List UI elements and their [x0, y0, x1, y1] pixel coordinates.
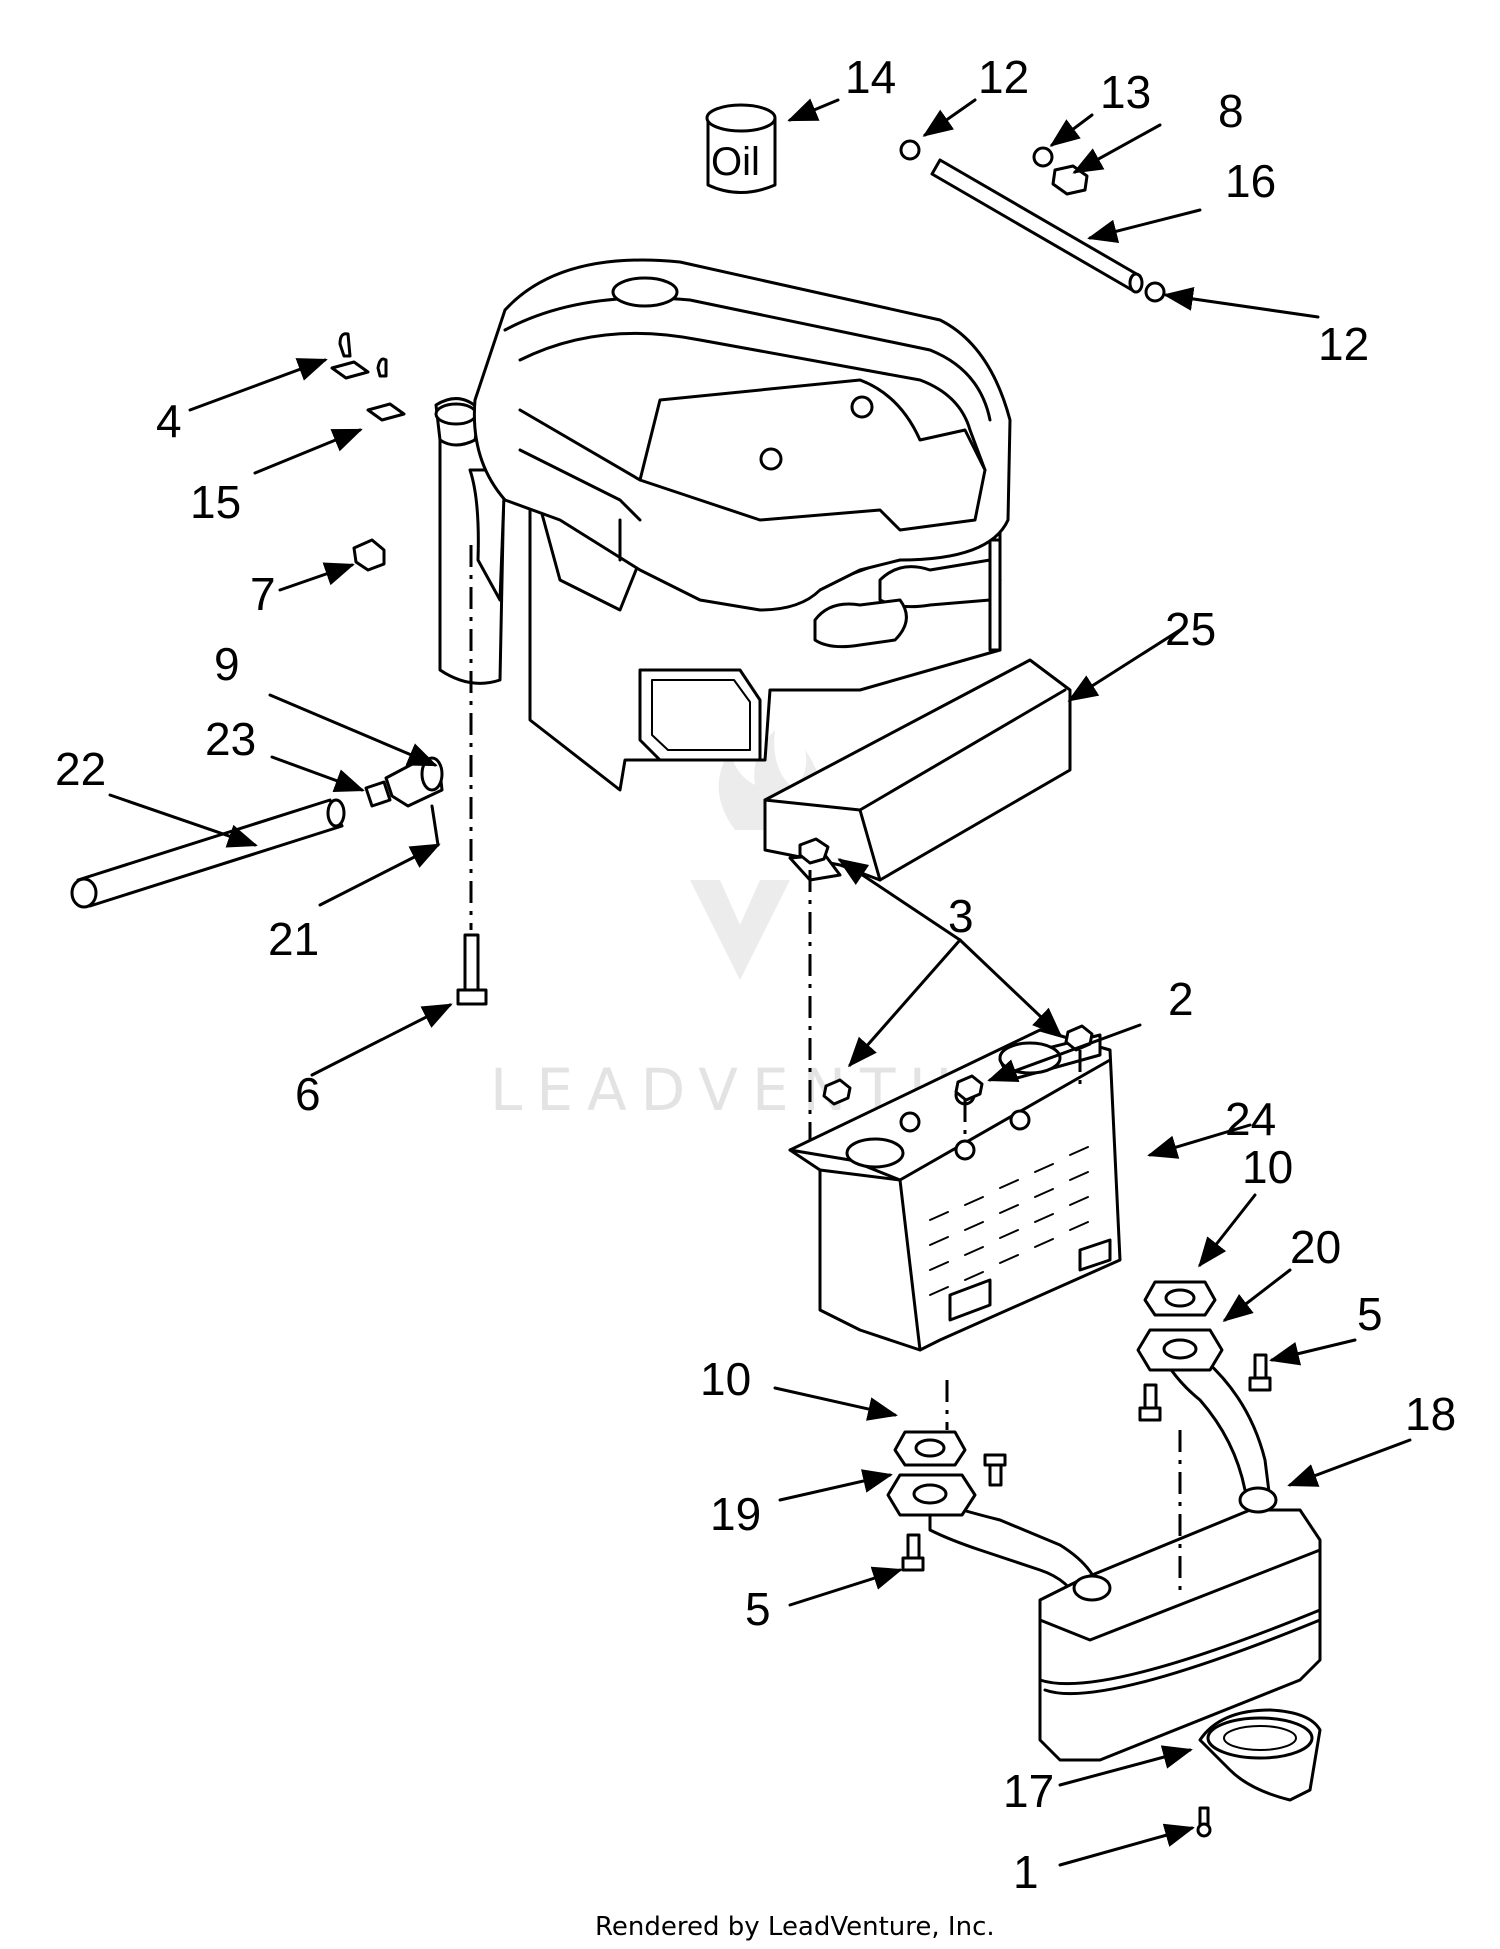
callout-1: 1 — [1013, 1846, 1039, 1898]
callout-5-left: 5 — [745, 1583, 771, 1635]
callout-24: 24 — [1225, 1093, 1276, 1145]
callout-18: 18 — [1405, 1388, 1456, 1440]
callout-3: 3 — [948, 890, 974, 942]
callout-22: 22 — [55, 743, 106, 795]
callout-2: 2 — [1168, 973, 1194, 1025]
leader-lines — [108, 98, 1412, 1867]
part-7-plug — [352, 538, 386, 572]
callout-5-right: 5 — [1357, 1288, 1383, 1340]
engine — [434, 258, 1012, 792]
callout-25: 25 — [1165, 603, 1216, 655]
callout-10-left: 10 — [700, 1353, 751, 1405]
callout-4: 4 — [156, 395, 182, 447]
callout-16: 16 — [1225, 155, 1276, 207]
callout-6: 6 — [295, 1068, 321, 1120]
callout-14: 14 — [845, 51, 896, 103]
callout-8: 8 — [1218, 85, 1244, 137]
drain-valve-9-23 — [364, 756, 444, 808]
callout-9: 9 — [214, 638, 240, 690]
hose-16 — [899, 139, 1166, 303]
callout-23: 23 — [205, 713, 256, 765]
callout-12-right: 12 — [1318, 318, 1369, 370]
callout-20: 20 — [1290, 1221, 1341, 1273]
callout-15: 15 — [190, 476, 241, 528]
bolts-5 — [901, 1353, 1272, 1572]
drain-hose-22 — [70, 798, 346, 909]
callout-17: 17 — [1003, 1765, 1054, 1817]
callout-19: 19 — [710, 1488, 761, 1540]
screw-1 — [1196, 1806, 1212, 1838]
muffler-18 — [928, 1342, 1322, 1762]
callout-12-top: 12 — [978, 51, 1029, 103]
footer-credit: Rendered by LeadVenture, Inc. — [595, 1912, 995, 1942]
screws-3 — [822, 1024, 1094, 1106]
callout-10-right: 10 — [1242, 1141, 1293, 1193]
gaskets-flanges — [886, 1280, 1224, 1517]
oil-filter-label: Oil — [711, 140, 760, 184]
oil-filter: Oil — [705, 103, 777, 194]
callouts: 14 12 13 8 16 12 4 15 7 9 23 22 21 6 25 … — [55, 51, 1456, 1898]
clips-4-15 — [330, 332, 406, 422]
deflector-17 — [1198, 1708, 1322, 1802]
callout-7: 7 — [250, 568, 276, 620]
callout-21: 21 — [268, 913, 319, 965]
callout-13: 13 — [1100, 66, 1151, 118]
bolt-6 — [456, 933, 488, 1006]
